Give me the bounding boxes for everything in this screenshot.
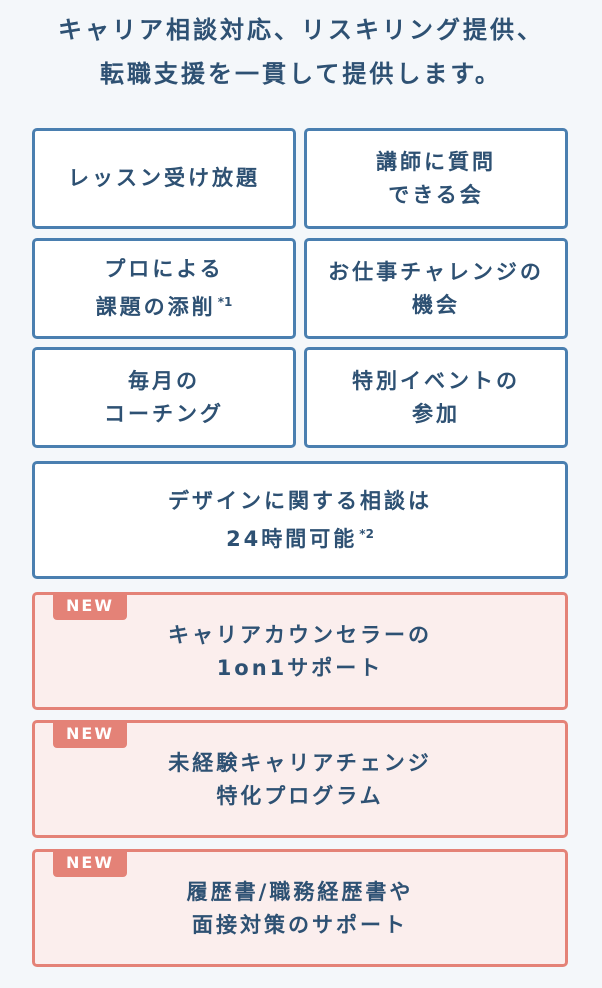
feature-card-design-consultation: デザインに関する相談は 24時間可能*2 (32, 461, 568, 579)
feature-card-label: プロによる (104, 257, 224, 281)
feature-card-work-challenge: お仕事チャレンジの 機会 (304, 238, 568, 339)
new-badge: NEW (53, 849, 127, 877)
feature-card-pro-review: プロによる 課題の添削*1 (32, 238, 296, 339)
new-feature-card-career-counselor: NEW キャリアカウンセラーの 1on1サポート (32, 592, 568, 710)
feature-card-label: 1on1サポート (216, 656, 384, 680)
feature-card-label: 講師に質問 (376, 149, 496, 174)
feature-card-label: デザインに関する相談は (168, 488, 432, 513)
feature-card-label: 面接対策のサポート (191, 913, 408, 937)
footnote-marker: *2 (359, 526, 374, 541)
new-feature-card-career-change-program: NEW 未経験キャリアチェンジ 特化プログラム (32, 720, 568, 838)
feature-card-monthly-coaching: 毎月の コーチング (32, 347, 296, 448)
headline-line-1: キャリア相談対応、リスキリング提供、 (58, 16, 544, 44)
feature-card-label: 特化プログラム (216, 784, 384, 808)
feature-card-qa-sessions: 講師に質問 できる会 (304, 128, 568, 229)
feature-card-label: できる会 (388, 182, 484, 207)
feature-card-label-with-note: 課題の添削*1 (96, 286, 233, 324)
feature-card-label: お仕事チャレンジの (328, 259, 544, 284)
feature-card-unlimited-lessons: レッスン受け放題 (32, 128, 296, 229)
new-badge: NEW (53, 720, 127, 748)
footnote-marker: *1 (217, 295, 233, 309)
feature-card-label: コーチング (104, 401, 224, 426)
feature-card-special-events: 特別イベントの 参加 (304, 347, 568, 448)
new-badge: NEW (53, 592, 127, 620)
new-feature-card-resume-interview-support: NEW 履歴書/職務経歴書や 面接対策のサポート (32, 849, 568, 967)
feature-card-label: 毎月の (128, 368, 200, 393)
feature-card-label: 参加 (412, 401, 460, 426)
feature-card-label: 履歴書/職務経歴書や (186, 880, 414, 904)
feature-card-label: 24時間可能 (226, 526, 358, 551)
feature-card-label: 機会 (411, 292, 460, 317)
feature-card-label: 課題の添削 (95, 295, 216, 319)
feature-card-label: 未経験キャリアチェンジ (168, 751, 432, 775)
feature-card-label: 特別イベントの (352, 368, 520, 393)
feature-card-label: レッスン受け放題 (68, 166, 260, 190)
headline-line-2: 転職支援を一貫して提供します。 (100, 60, 502, 88)
headline: キャリア相談対応、リスキリング提供、 転職支援を一貫して提供します。 (0, 8, 602, 96)
feature-card-label-with-note: 24時間可能*2 (168, 518, 432, 556)
feature-card-label: キャリアカウンセラーの (168, 623, 432, 647)
